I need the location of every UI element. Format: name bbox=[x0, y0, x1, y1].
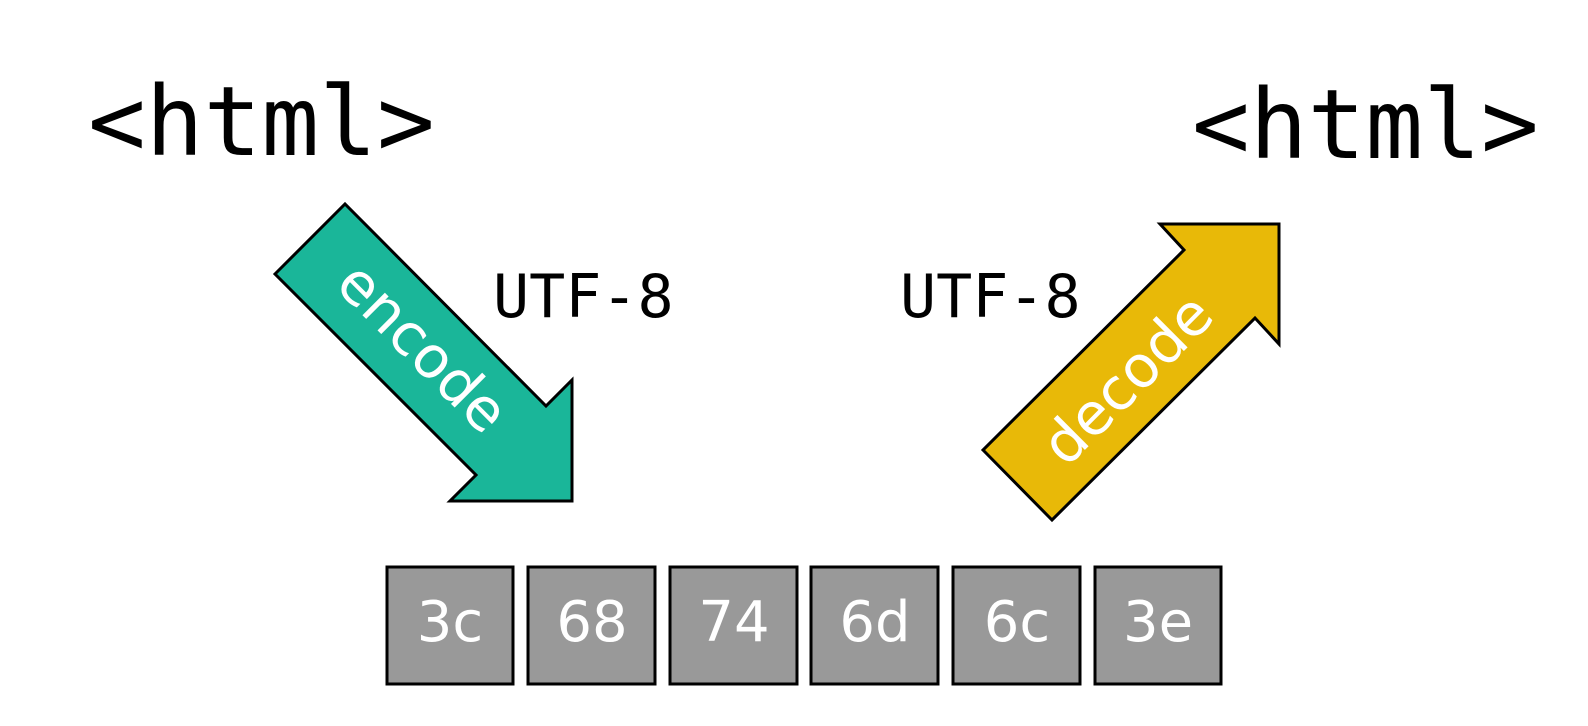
encode-arrow-shape bbox=[272, 201, 574, 503]
byte-box bbox=[1093, 565, 1223, 686]
byte-cell: 74 bbox=[668, 565, 799, 686]
byte-value: 74 bbox=[698, 590, 769, 655]
byte-cell: 6d bbox=[809, 565, 940, 686]
byte-box bbox=[385, 565, 515, 686]
byte-value: 3e bbox=[1123, 590, 1193, 655]
byte-box bbox=[951, 565, 1082, 686]
byte-box bbox=[809, 565, 940, 686]
decode-encoding-label: UTF-8 bbox=[900, 262, 1081, 332]
byte-box bbox=[526, 565, 657, 686]
target-html-text: <html> bbox=[1192, 69, 1539, 181]
byte-value: 68 bbox=[556, 590, 627, 655]
decode-arrow-shape bbox=[980, 222, 1281, 523]
encode-arrow: encode bbox=[272, 201, 574, 503]
byte-cell: 68 bbox=[526, 565, 657, 686]
byte-value: 3c bbox=[417, 590, 483, 655]
byte-sequence: 3c 68 74 6d 6c 3e bbox=[385, 565, 1223, 686]
byte-cell: 3c bbox=[385, 565, 515, 686]
source-html-text: <html> bbox=[88, 66, 435, 178]
byte-value: 6d bbox=[839, 590, 910, 655]
byte-value: 6c bbox=[984, 590, 1050, 655]
byte-box bbox=[668, 565, 799, 686]
byte-cell: 6c bbox=[951, 565, 1082, 686]
byte-cell: 3e bbox=[1093, 565, 1223, 686]
encode-encoding-label: UTF-8 bbox=[493, 262, 674, 332]
